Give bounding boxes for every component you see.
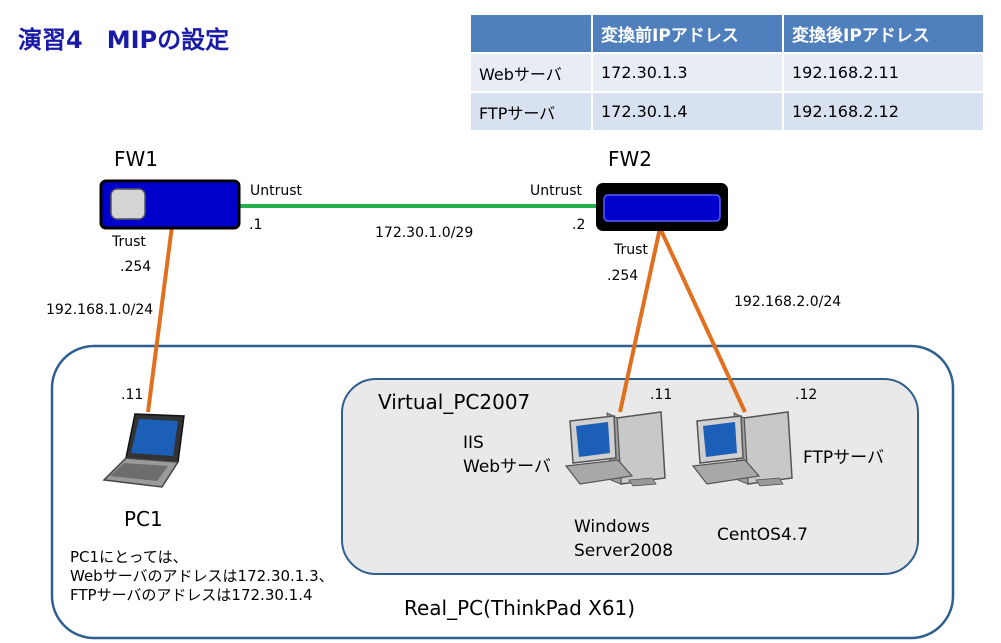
fw2-trust-label: Trust xyxy=(614,242,648,258)
ftp-server-ip: .12 xyxy=(795,387,818,403)
web-server-desktop-icon xyxy=(564,411,666,487)
ftp-server-desktop-icon xyxy=(691,411,793,487)
table-cell: 172.30.1.4 xyxy=(591,91,784,132)
table-cell: 172.30.1.3 xyxy=(591,52,784,93)
pc1-label: PC1 xyxy=(124,507,163,531)
pc1-note-line: PC1にとっては、 xyxy=(70,548,188,566)
fw2-untrust-ip: .2 xyxy=(572,217,586,233)
web-server-os: Server2008 xyxy=(574,541,674,561)
table-header-row: 変換前IPアドレス 変換後IPアドレス xyxy=(469,13,985,54)
fw1-untrust-label: Untrust xyxy=(250,183,303,199)
fw1-label: FW1 xyxy=(114,147,159,171)
untrust-network-label: 172.30.1.0/29 xyxy=(375,225,474,241)
table-header-cell: 変換前IPアドレス xyxy=(591,13,784,54)
fw2-trust-ip: .254 xyxy=(607,268,639,284)
fw1-trust-label: Trust xyxy=(112,234,146,250)
ftp-server-os: CentOS4.7 xyxy=(717,525,808,545)
real-pc-label: Real_PC(ThinkPad X61) xyxy=(404,596,636,620)
fw1-untrust-ip: .1 xyxy=(249,217,263,233)
pc1-ip: .11 xyxy=(121,387,144,403)
fw1-pc1-link xyxy=(146,225,174,413)
web-server-role: IIS xyxy=(463,433,484,453)
pc1-note-line: Webサーバのアドレスは172.30.1.3、 xyxy=(70,567,334,585)
fw2-icon xyxy=(596,183,728,231)
fw2-label: FW2 xyxy=(608,147,653,171)
table-header-cell xyxy=(469,13,593,54)
lan1-network-label: 192.168.1.0/24 xyxy=(46,302,154,318)
real-pc-box xyxy=(50,344,955,640)
table-row: FTPサーバ 172.30.1.4 192.168.2.12 xyxy=(469,91,985,132)
pc1-note-line: FTPサーバのアドレスは172.30.1.4 xyxy=(70,586,313,604)
mip-table: 変換前IPアドレス 変換後IPアドレス Webサーバ 172.30.1.3 19… xyxy=(469,13,985,132)
fw2-web-link xyxy=(618,227,662,413)
fw2-ftp-link xyxy=(658,227,747,413)
table-header-cell: 変換後IPアドレス xyxy=(782,13,985,54)
fw2-untrust-label: Untrust xyxy=(530,183,583,199)
page-title: 演習4 MIPの設定 xyxy=(18,26,230,54)
fw1-icon xyxy=(99,179,241,230)
virtual-pc-label: Virtual_PC2007 xyxy=(378,390,531,414)
laptop-icon xyxy=(102,413,185,488)
table-cell: FTPサーバ xyxy=(469,91,593,132)
web-server-os: Windows xyxy=(574,517,650,537)
lan2-network-label: 192.168.2.0/24 xyxy=(734,294,842,310)
pc1-note: PC1にとっては、 Webサーバのアドレスは172.30.1.3、 FTPサーバ… xyxy=(70,548,334,605)
fw1-trust-ip: .254 xyxy=(120,259,152,275)
ftp-server-role: FTPサーバ xyxy=(803,448,884,468)
table-cell: 192.168.2.12 xyxy=(782,91,985,132)
table-row: Webサーバ 172.30.1.3 192.168.2.11 xyxy=(469,52,985,93)
table-cell: Webサーバ xyxy=(469,52,593,93)
web-server-role: Webサーバ xyxy=(463,457,551,477)
web-server-ip: .11 xyxy=(650,387,673,403)
table-cell: 192.168.2.11 xyxy=(782,52,985,93)
